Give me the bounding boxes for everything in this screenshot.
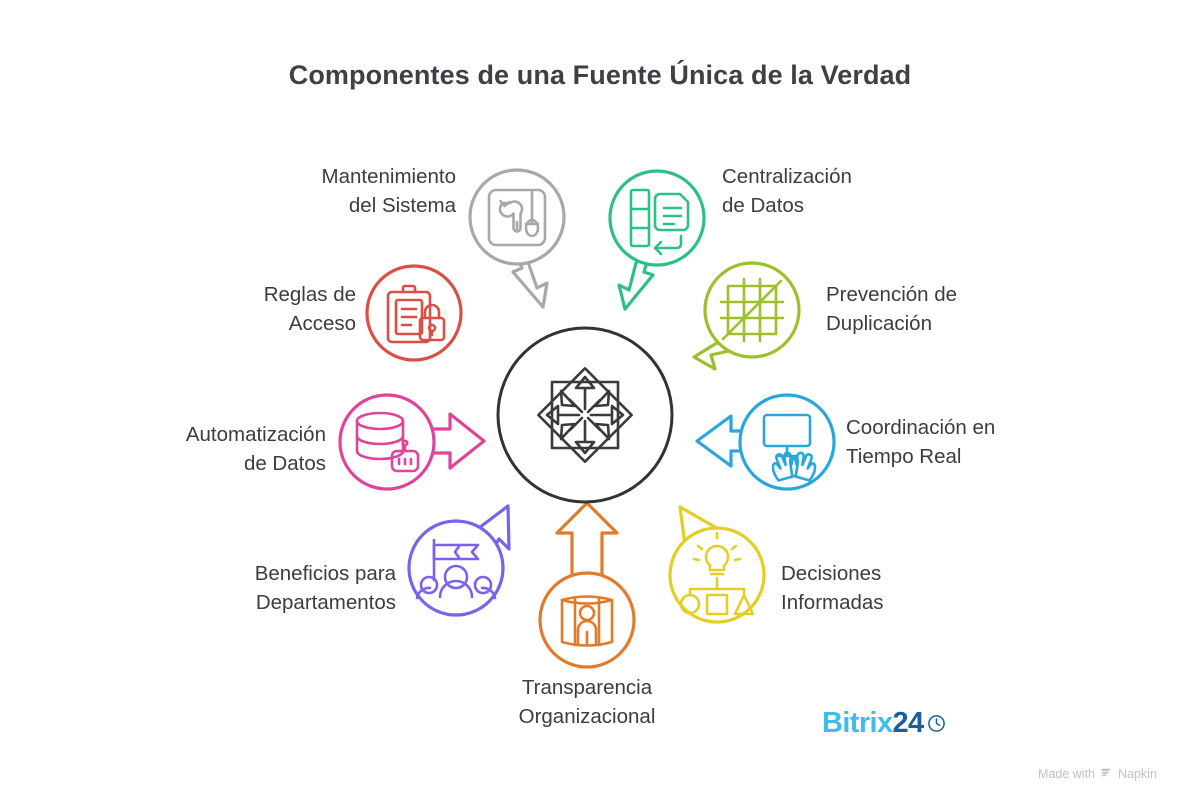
page-title: Componentes de una Fuente Única de la Ve… [288,60,912,90]
document-list-return-icon [629,188,690,256]
label-automatizacion: Automatización de Datos [185,423,326,475]
person-glass-container-icon [560,595,614,647]
node-circle-automatizacion [338,393,436,491]
flag-people-icon [415,538,497,600]
label-prevencion: Prevención de Duplicación [826,283,958,335]
node-circle-beneficios [407,519,505,617]
label-beneficios: Beneficios para Departamentos [254,562,396,614]
arrow-centralizacion [617,247,655,311]
napkin-logo-icon [1100,766,1113,782]
center-hub[interactable] [496,326,674,504]
center-circle [496,326,674,504]
brand-name-part2: 24 [892,707,925,739]
node-beneficios[interactable] [407,519,505,617]
brand-name-part1: Bitrix [822,707,893,739]
arrow-mantenimiento [510,244,549,309]
node-automatizacion[interactable] [338,393,436,491]
node-transparencia[interactable] [538,571,636,669]
lightbulb-hierarchy-icon [679,531,755,616]
node-circle-reglas [365,264,463,362]
credit-prefix: Made with [1038,767,1095,781]
database-robot-icon [355,411,420,473]
node-centralizacion[interactable] [608,169,706,267]
napkin-credit: Made with Napkin [1038,766,1157,782]
label-reglas: Reglas de Acceso [130,280,356,338]
label-centralizacion: Centralización de Datos [722,165,852,217]
monitor-hands-icon [762,413,817,482]
node-prevencion[interactable] [703,261,801,359]
node-reglas[interactable] [365,264,463,362]
node-circle-mantenimiento [468,168,566,266]
crossed-grid-icon [719,277,785,343]
node-coordinacion[interactable] [738,393,836,491]
label-decisiones: Decisiones Informadas [781,562,884,614]
label-transparencia: Transparencia Organizacional [518,676,656,728]
clipboard-lock-icon [386,284,446,344]
wrench-sliders-icon [487,188,547,247]
label-reglas-text: Reglas de Acceso [263,283,356,335]
credit-product: Napkin [1117,767,1157,781]
node-mantenimiento[interactable] [468,168,566,266]
node-decisiones[interactable] [668,526,766,624]
clock-icon [927,714,946,733]
label-coordinacion: Coordinación en Tiempo Real [846,416,996,468]
node-circle-coordinacion [738,393,836,491]
compass-star-icon [537,367,633,463]
label-mantenimiento: Mantenimiento del Sistema [321,165,456,217]
